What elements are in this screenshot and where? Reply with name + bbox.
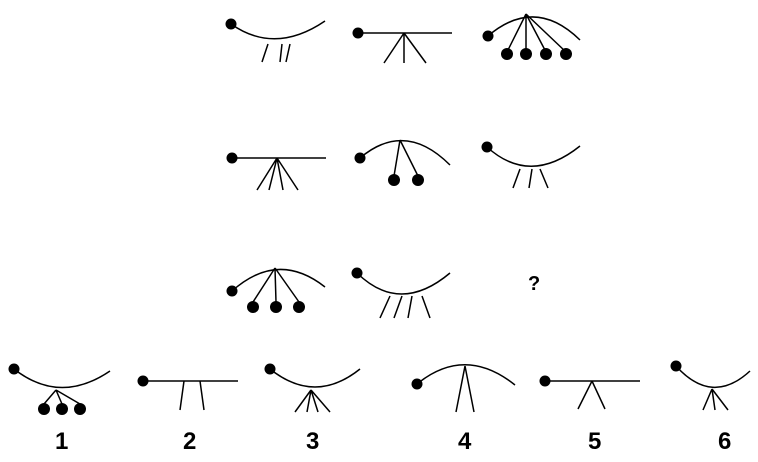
option-5[interactable] [539,375,641,410]
cell-r2c2 [354,139,451,186]
option-1[interactable] [8,363,111,416]
option-label-4: 4 [458,428,472,455]
cell-r1c1 [225,18,326,63]
cell-r1c2 [352,27,452,64]
option-label-2: 2 [183,428,197,455]
option-label-3: 3 [306,428,320,455]
option-6[interactable] [670,360,751,411]
option-label-1: 1 [55,428,69,455]
cell-r3c2 [351,267,451,319]
cell-r1c3 [482,13,581,60]
cell-r3c1 [226,267,326,313]
question-mark: ? [528,273,541,295]
cell-r2c3 [481,141,581,189]
option-label-5: 5 [588,428,602,455]
cell-r2c1 [226,152,326,191]
option-label-6: 6 [718,428,732,455]
option-4[interactable] [411,364,516,413]
option-2[interactable] [137,375,239,411]
option-3[interactable] [264,363,361,413]
